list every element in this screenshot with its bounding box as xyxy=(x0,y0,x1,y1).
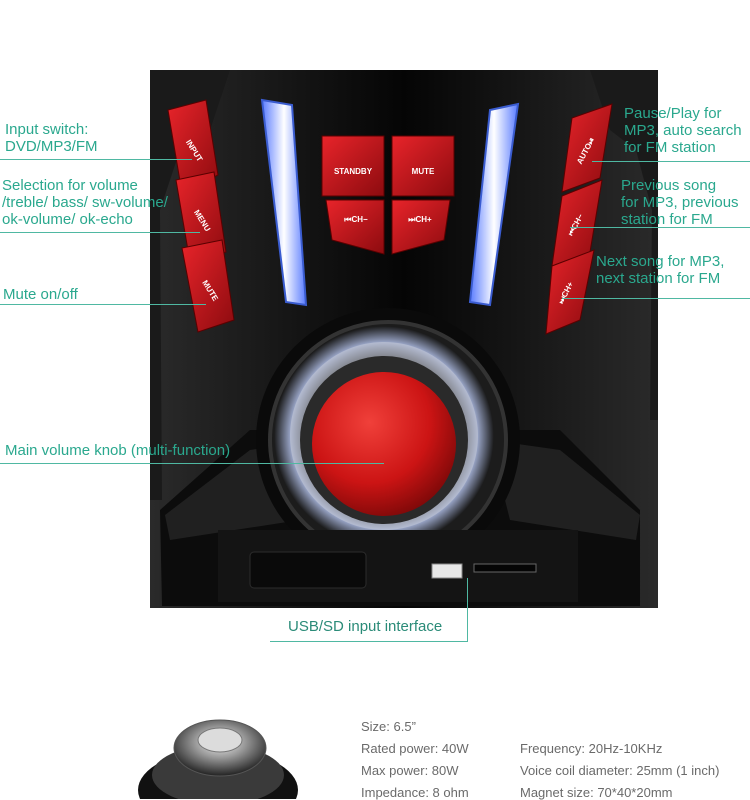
standby-button[interactable]: STANDBY xyxy=(321,135,385,197)
knob-line xyxy=(0,463,384,464)
woofer-image xyxy=(138,719,298,799)
spec-magnet-size: Magnet size: 70*40*20mm xyxy=(520,785,673,800)
sd-slot xyxy=(473,563,537,573)
svg-text:⏭CH+: ⏭CH+ xyxy=(408,215,432,224)
ch-plus-center-button[interactable]: ⏭CH+ xyxy=(391,199,451,255)
led-strip-left xyxy=(260,98,308,307)
selection-label: Selection for volume /treble/ bass/ sw-v… xyxy=(2,177,168,228)
volume-knob[interactable] xyxy=(256,308,520,572)
knob-label: Main volume knob (multi-function) xyxy=(5,442,231,459)
previous-label: Previous song for MP3, previous station … xyxy=(621,177,739,228)
usb-label: USB/SD input interface xyxy=(288,618,443,635)
previous-line xyxy=(570,227,750,228)
menu-button[interactable]: MENU xyxy=(175,171,227,263)
mute-left-button[interactable]: MUTE xyxy=(181,239,235,333)
mute-line xyxy=(0,304,206,305)
spec-voice-coil: Voice coil diameter: 25mm (1 inch) xyxy=(520,763,720,778)
svg-text:⏮CH−: ⏮CH− xyxy=(344,215,368,224)
ch-plus-right-button[interactable]: ⏭CH+ xyxy=(545,249,595,335)
selection-line xyxy=(0,232,200,233)
spec-frequency: Frequency: 20Hz-10KHz xyxy=(520,741,663,756)
spec-impedance: Impedance: 8 ohm xyxy=(361,785,469,800)
mute-label: Mute on/off xyxy=(3,286,78,303)
pause-play-label: Pause/Play for MP3, auto search for FM s… xyxy=(624,105,742,156)
svg-text:STANDBY: STANDBY xyxy=(334,167,373,176)
ch-minus-right-button[interactable]: ⏮CH− xyxy=(551,179,603,267)
input-button[interactable]: INPUT xyxy=(167,99,219,194)
input-switch-label: Input switch: DVD/MP3/FM xyxy=(5,121,98,155)
mute-center-button[interactable]: MUTE xyxy=(391,135,455,197)
led-strip-right xyxy=(468,102,520,307)
next-line xyxy=(562,298,750,299)
usb-sd-panel xyxy=(218,530,578,602)
spec-max-power: Max power: 80W xyxy=(361,763,459,778)
cabinet-side-left xyxy=(150,70,230,500)
next-label: Next song for MP3, next station for FM xyxy=(596,253,725,287)
input-switch-line xyxy=(0,159,192,160)
spec-rated-power: Rated power: 40W xyxy=(361,741,469,756)
ch-minus-center-button[interactable]: ⏮CH− xyxy=(325,199,385,255)
usb-line-vertical xyxy=(467,578,468,641)
cabinet-side-right xyxy=(590,70,658,420)
svg-text:MUTE: MUTE xyxy=(412,167,435,176)
pause-play-line xyxy=(592,161,750,162)
usb-port xyxy=(431,563,463,579)
usb-line-horizontal xyxy=(270,641,468,642)
spec-size: Size: 6.5” xyxy=(361,719,416,734)
auto-button[interactable]: AUTO⏯ xyxy=(561,103,613,193)
